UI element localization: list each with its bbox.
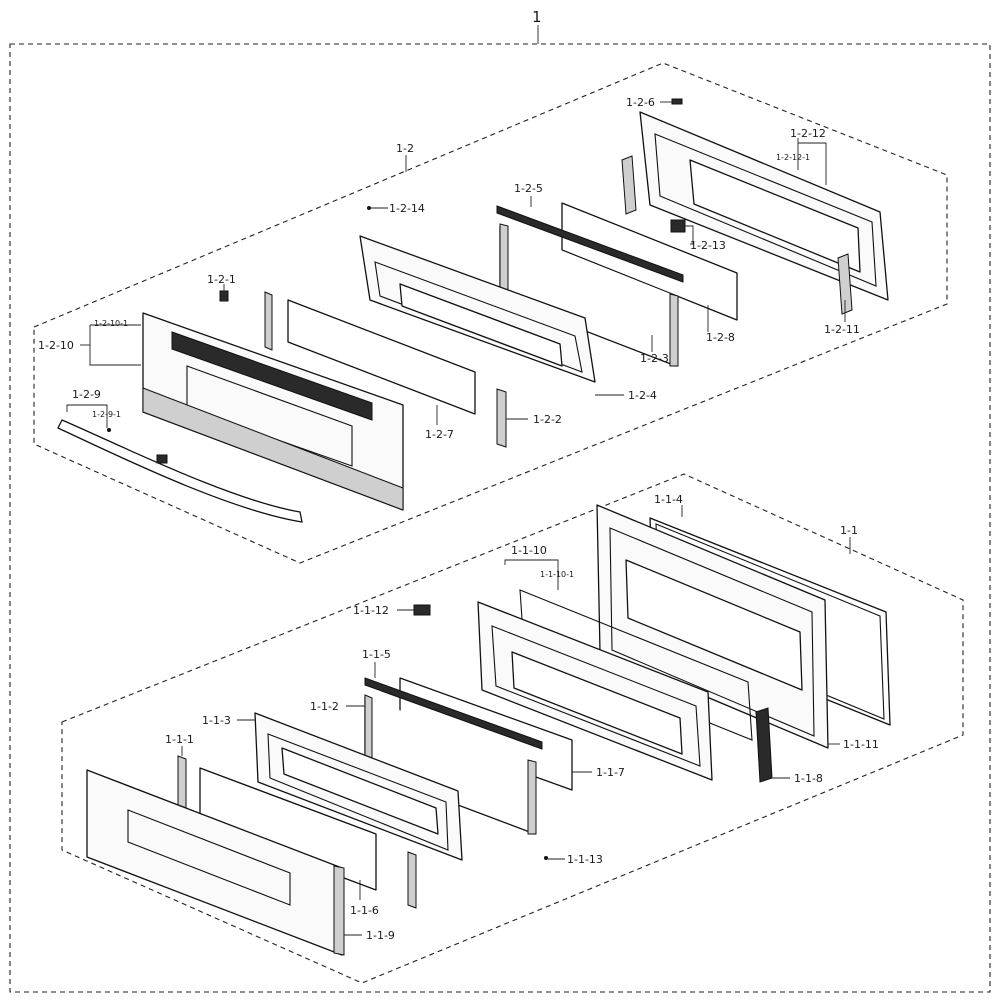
label-1-2-6: 1-2-6 [626, 96, 655, 109]
part-1-1-5-gasket-strip [364, 677, 543, 750]
part-1-2-3-spacer-frame [499, 223, 679, 367]
part-1-2-12-back-frame [621, 111, 889, 315]
label-1-2-8: 1-2-8 [706, 331, 735, 344]
part-1-1-1-side-trim [177, 755, 187, 809]
label-1-1-10: 1-1-10 [511, 544, 547, 557]
label-1-1-6: 1-1-6 [350, 904, 379, 917]
label-1-2-4: 1-2-4 [628, 389, 657, 402]
label-1-2-11: 1-2-11 [824, 323, 860, 336]
label-1-1-11: 1-1-11 [843, 738, 879, 751]
part-1-2-5-gasket-strip [496, 205, 684, 283]
label-1-1-9: 1-1-9 [366, 929, 395, 942]
label-1-2-10-1: 1-2-10-1 [94, 319, 128, 328]
label-1-1-10-1: 1-1-10-1 [540, 570, 574, 579]
label-1-1-5: 1-1-5 [362, 648, 391, 661]
label-1-2: 1-2 [396, 142, 414, 155]
label-1-1-1: 1-1-1 [165, 733, 194, 746]
assembly-1-boundary [9, 43, 991, 993]
part-1-1-13-screw [544, 856, 565, 860]
part-1-2-13-clip [670, 219, 694, 245]
part-1-2-9-handle [57, 419, 303, 523]
label-1-2-1: 1-2-1 [207, 273, 236, 286]
label-1-1-2: 1-1-2 [310, 700, 339, 713]
label-1-2-9-1: 1-2-9-1 [92, 410, 121, 419]
label-1-1: 1-1 [840, 524, 858, 537]
label-1-2-7: 1-2-7 [425, 428, 454, 441]
part-1-1-12-clip [397, 604, 431, 616]
label-1-2-2: 1-2-2 [533, 413, 562, 426]
label-1-1-4: 1-1-4 [654, 493, 683, 506]
part-1-1-10-middle-frame [477, 601, 713, 781]
label-1-1-3: 1-1-3 [202, 714, 231, 727]
label-1: 1 [532, 8, 542, 26]
part-1-1-6-glass [199, 767, 417, 909]
part-1-2-6-screw [660, 98, 683, 105]
label-1-2-14: 1-2-14 [389, 202, 425, 215]
label-1-2-9: 1-2-9 [72, 388, 101, 401]
label-1-1-13: 1-1-13 [567, 853, 603, 866]
label-1-2-10: 1-2-10 [38, 339, 74, 352]
label-1-2-12-1: 1-2-12-1 [776, 153, 810, 162]
assembly-1-1-boundary [61, 473, 964, 984]
label-1-1-7: 1-1-7 [596, 766, 625, 779]
label-1-2-5: 1-2-5 [514, 182, 543, 195]
part-1-2-2-side-trim [496, 388, 507, 448]
part-1-1-2-spacer-frame [364, 694, 537, 835]
part-1-2-14-screw [367, 206, 388, 210]
label-1-2-13: 1-2-13 [690, 239, 726, 252]
label-1-2-12: 1-2-12 [790, 127, 826, 140]
part-1-1-3-inner-panel [254, 712, 463, 861]
label-1-1-12: 1-1-12 [353, 604, 389, 617]
part-1-1-9-outer-door-panel [86, 769, 345, 956]
label-1-1-8: 1-1-8 [794, 772, 823, 785]
part-1-2-7-glass [287, 299, 476, 415]
part-1-1-11-rear-frame [596, 504, 829, 749]
part-1-2-1-clip [219, 284, 273, 351]
part-1-2-10-control-panel [142, 312, 404, 511]
label-1-2-3: 1-2-3 [640, 352, 669, 365]
part-1-2-4-inner-panel [359, 235, 596, 383]
assembly-1-2-boundary [33, 62, 948, 564]
